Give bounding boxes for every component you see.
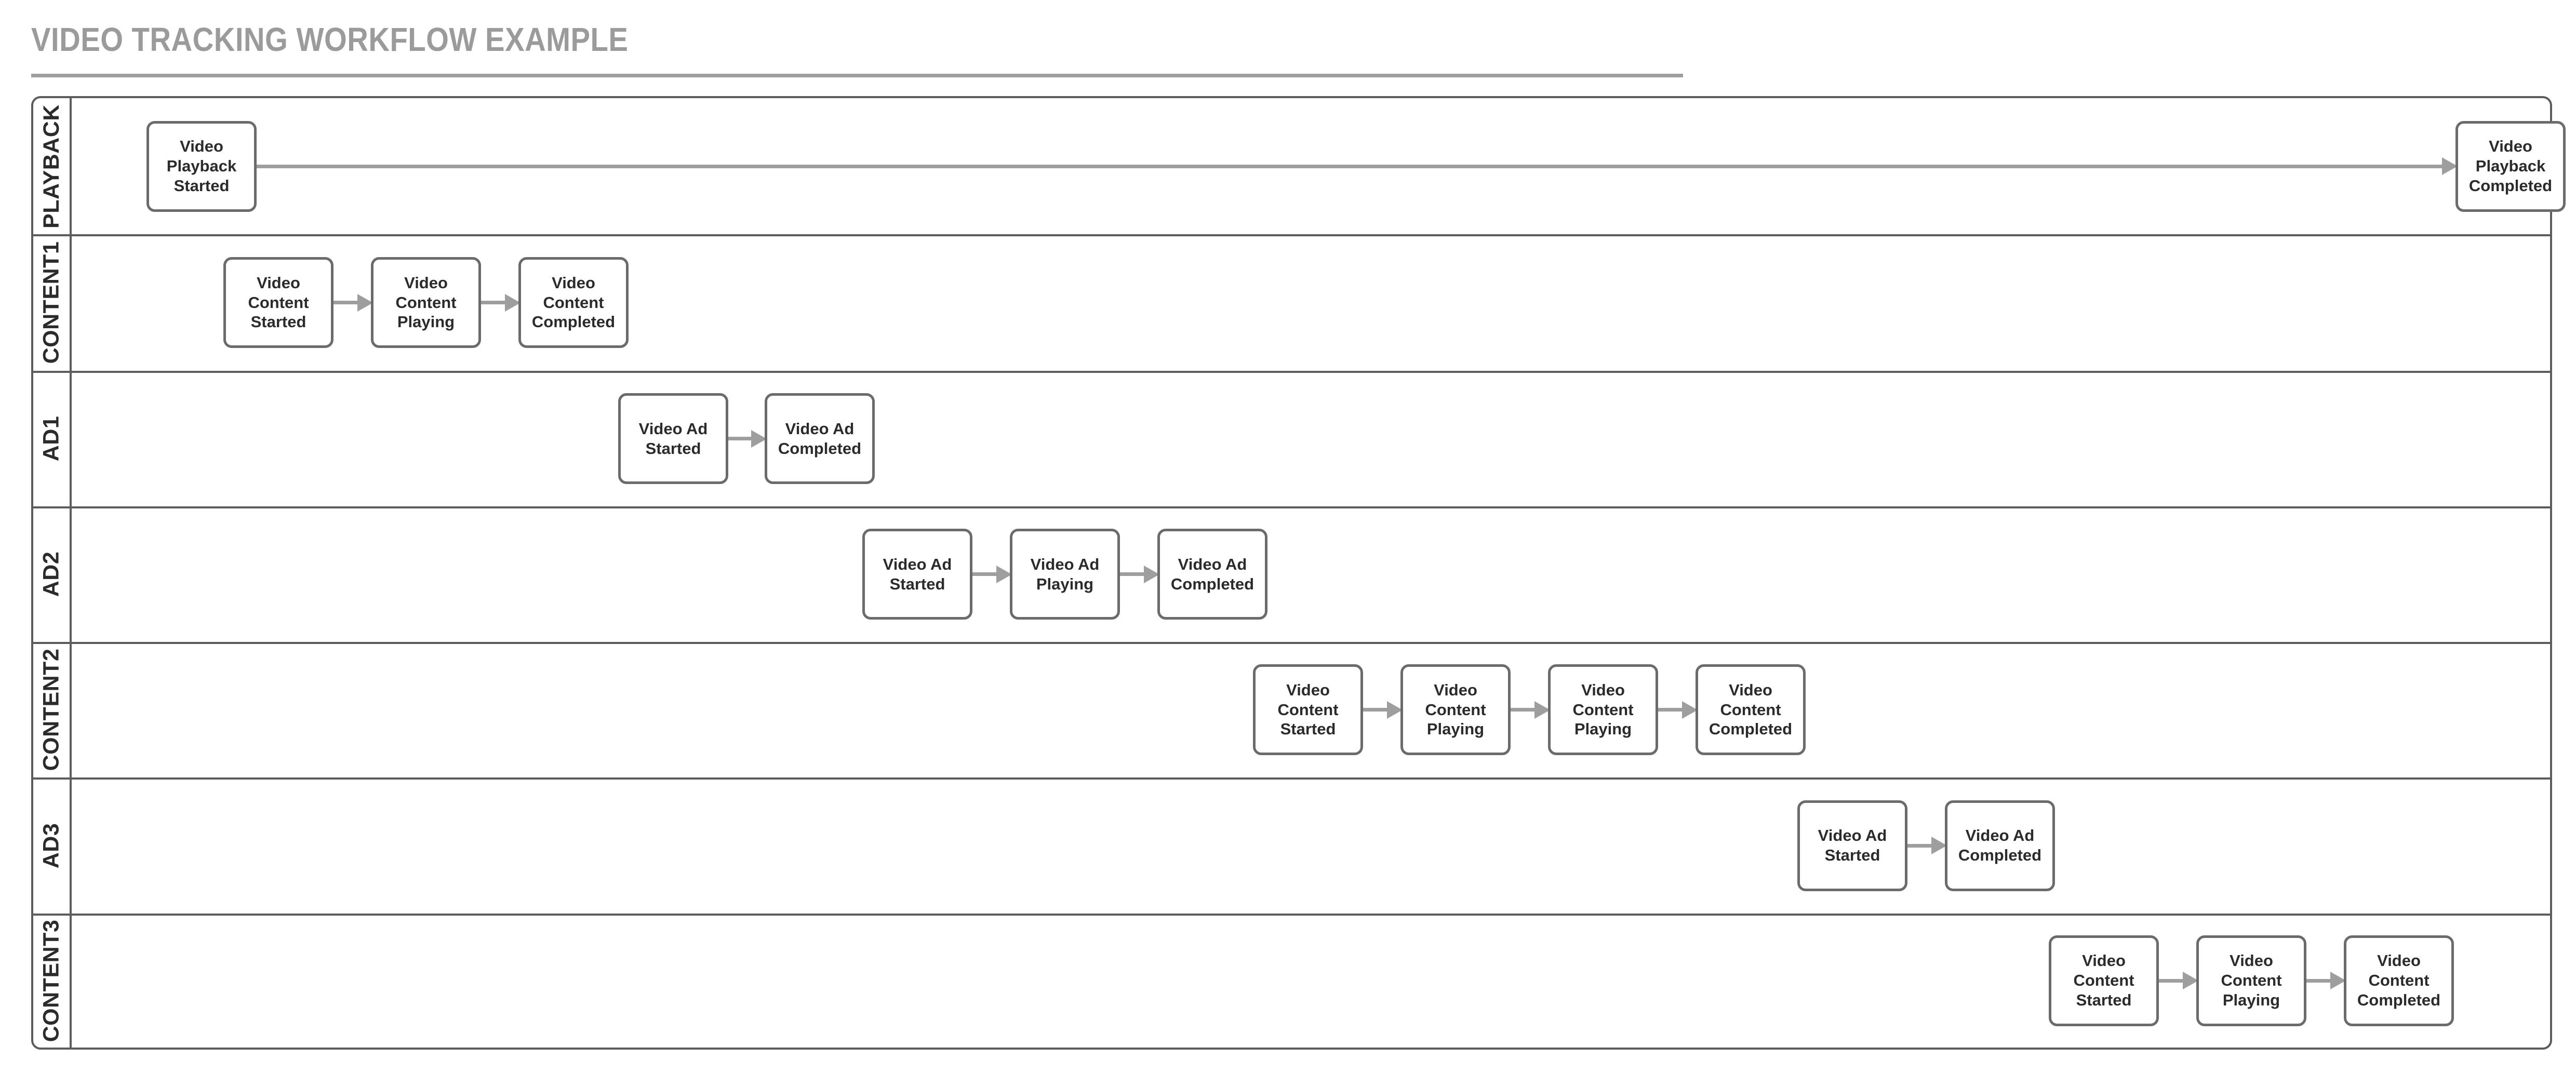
workflow-node[interactable]: Video Content Playing [1400, 664, 1511, 755]
workflow-node[interactable]: Video Playback Started [146, 120, 257, 212]
workflow-node-label: Video Content Playing [2221, 951, 2282, 1009]
connector-arrowhead [996, 565, 1012, 583]
lane-body-content2: Video Content Started Video Content Playi… [74, 642, 2550, 777]
lane-label-text: AD2 [38, 551, 64, 597]
workflow-node[interactable]: Video Content Playing [1548, 664, 1658, 755]
connector-arrowhead [2183, 972, 2198, 989]
lane-label-text: PLAYBACK [38, 104, 64, 229]
connector-arrowhead [2330, 972, 2346, 989]
lane-divider [33, 914, 2550, 916]
connector-line [1363, 708, 1387, 712]
lane-label-content1: CONTENT1 [33, 234, 72, 371]
workflow-node[interactable]: Video Ad Completed [1157, 529, 1267, 620]
workflow-node[interactable]: Video Content Started [2049, 935, 2159, 1026]
workflow-node[interactable]: Video Content Completed [518, 257, 629, 348]
lane-label-ad2: AD2 [33, 506, 72, 642]
lane-label-ad1: AD1 [33, 371, 72, 506]
connector-line [257, 164, 2442, 168]
connector-arrowhead [1931, 837, 1947, 854]
workflow-node[interactable]: Video Playback Completed [2455, 120, 2566, 212]
workflow-node-label: Video Ad Completed [1170, 555, 1254, 593]
workflow-node-label: Video Content Started [2073, 951, 2134, 1009]
lane-label-content2: CONTENT2 [33, 642, 72, 777]
lane-body-content3: Video Content Started Video Content Playi… [74, 914, 2550, 1048]
connector-line [1658, 708, 1682, 712]
workflow-node[interactable]: Video Content Completed [2344, 935, 2454, 1026]
workflow-node-label: Video Playback Completed [2468, 137, 2553, 195]
workflow-node[interactable]: Video Ad Completed [1945, 800, 2055, 891]
lane-divider [33, 371, 2550, 373]
workflow-node[interactable]: Video Content Started [223, 257, 333, 348]
lane-label-text: CONTENT2 [38, 648, 64, 771]
workflow-node-label: Video Content Completed [531, 273, 616, 331]
connector-arrowhead [505, 293, 520, 312]
workflow-node-label: Video Playback Started [166, 137, 237, 195]
connector-line [1511, 708, 1534, 712]
connector-arrowhead [751, 430, 767, 448]
page-title: VIDEO TRACKING WORKFLOW EXAMPLE [31, 21, 629, 58]
lane-label-text: CONTENT1 [38, 241, 64, 364]
workflow-node[interactable]: Video Ad Started [618, 393, 728, 484]
workflow-node-label: Video Ad Started [883, 555, 952, 593]
lane-label-playback: PLAYBACK [33, 98, 72, 234]
connector-line [2306, 978, 2330, 983]
workflow-node[interactable]: Video Ad Completed [765, 393, 875, 484]
lane-body-ad2: Video Ad Started Video Ad Playing Video Ad… [74, 506, 2550, 642]
connector-line [1907, 843, 1931, 848]
connector-arrowhead [1682, 701, 1698, 719]
connector-arrowhead [1387, 701, 1403, 719]
lane-divider [33, 234, 2550, 236]
workflow-node[interactable]: Video Content Playing [371, 257, 481, 348]
connector-line [728, 437, 751, 440]
lane-label-text: CONTENT3 [38, 919, 64, 1042]
connector-line [481, 301, 505, 304]
connector-arrowhead [1534, 701, 1550, 719]
workflow-node-label: Video Content Playing [1572, 680, 1634, 739]
lane-body-content1: Video Content Started Video Content Playi… [74, 234, 2550, 371]
workflow-node[interactable]: Video Content Started [1253, 664, 1363, 755]
lane-divider [33, 506, 2550, 508]
workflow-node-label: Video Content Playing [1425, 680, 1486, 739]
lane-body-ad3: Video Ad Started Video Ad Completed [74, 777, 2550, 914]
swimlane-ad3: AD3 Video Ad Started Video Ad Completed [33, 777, 2550, 914]
workflow-node-label: Video Content Started [248, 273, 309, 331]
workflow-node-label: Video Content Completed [2357, 951, 2441, 1009]
connector-arrowhead [1144, 565, 1159, 583]
lane-label-content3: CONTENT3 [33, 914, 72, 1048]
workflow-node-label: Video Content Playing [395, 273, 457, 331]
workflow-node[interactable]: Video Content Playing [2196, 935, 2306, 1026]
workflow-node-label: Video Content Completed [1709, 680, 1793, 739]
lane-body-playback: Video Playback Started Video Playback Com… [74, 98, 2566, 234]
workflow-node-label: Video Ad Started [638, 419, 708, 458]
lane-label-text: AD3 [38, 823, 64, 868]
connector-line [2159, 978, 2183, 983]
connector-line [972, 572, 996, 576]
lane-divider [33, 777, 2550, 780]
workflow-node[interactable]: Video Ad Started [862, 529, 972, 620]
workflow-node-label: Video Ad Playing [1030, 555, 1100, 593]
workflow-node-label: Video Ad Started [1818, 826, 1887, 864]
lane-label-text: AD1 [38, 415, 64, 462]
workflow-node-label: Video Ad Completed [778, 419, 862, 458]
workflow-node[interactable]: Video Ad Playing [1010, 529, 1120, 620]
connector-line [333, 301, 357, 304]
connector-arrowhead [2442, 157, 2458, 175]
connector-line [1120, 572, 1144, 576]
title-underline-rule [31, 74, 1683, 77]
workflow-node[interactable]: Video Ad Started [1797, 800, 1907, 891]
lane-body-ad1: Video Ad Started Video Ad Completed [74, 371, 2550, 506]
connector-arrowhead [357, 293, 373, 312]
workflow-node-label: Video Ad Completed [1958, 826, 2042, 864]
lane-divider [33, 642, 2550, 644]
workflow-node-label: Video Content Started [1277, 680, 1339, 739]
workflow-node[interactable]: Video Content Completed [1696, 664, 1806, 755]
lane-label-ad3: AD3 [33, 777, 72, 914]
swimlane-ad1: AD1 Video Ad Started Video Ad Completed [33, 371, 2550, 506]
